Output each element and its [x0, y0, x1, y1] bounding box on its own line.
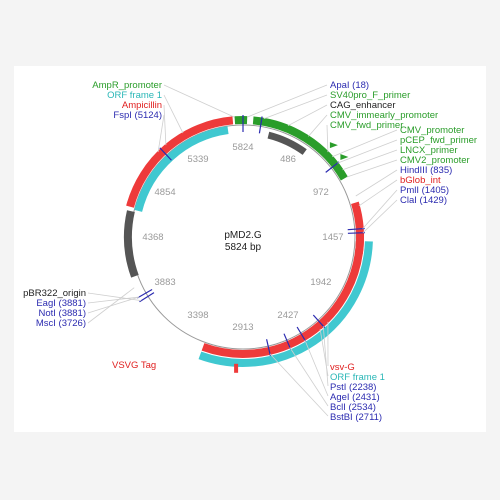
tick-label: 4854 — [155, 187, 176, 198]
label-left-mid-3[interactable]: MscI (3726) — [36, 318, 86, 329]
tick-label: 3398 — [187, 310, 208, 321]
connector-line — [87, 296, 140, 304]
connector-line — [304, 339, 329, 397]
connector-line — [346, 159, 398, 178]
connector-line — [289, 347, 329, 407]
connector-line — [263, 94, 328, 120]
site-tick-5[interactable] — [312, 314, 326, 329]
connector-line — [287, 104, 328, 127]
connector-line — [326, 124, 329, 153]
tick-label: 2427 — [277, 310, 298, 321]
site-tick-10[interactable] — [137, 288, 153, 299]
site-tick-4[interactable] — [347, 232, 365, 234]
connector-line — [342, 149, 398, 171]
site-tick-9[interactable] — [139, 292, 155, 303]
primer-arrow-1[interactable] — [340, 154, 349, 160]
connector-line — [163, 94, 184, 134]
label-right-mid-4[interactable]: HindIII (835) — [400, 165, 452, 176]
label-right-mid-1[interactable]: pCEP_fwd_primer — [400, 135, 477, 146]
primer-arrow-0[interactable] — [329, 142, 338, 149]
label-top-right-2[interactable]: CAG_enhancer — [330, 100, 395, 111]
label-top-right-4[interactable]: CMV_fwd_primer — [330, 120, 403, 131]
arc-pbr322-origin[interactable] — [123, 210, 139, 278]
map-panel — [14, 66, 486, 432]
label-left-mid-1[interactable]: EagI (3881) — [36, 298, 86, 309]
site-tick-11[interactable] — [159, 147, 172, 161]
vsvg-tag-mark[interactable] — [234, 363, 239, 373]
arc-vsvg[interactable] — [201, 240, 364, 358]
connector-line — [355, 169, 398, 197]
tick-label: 972 — [313, 187, 329, 198]
connector-line — [332, 129, 398, 158]
site-tick-7[interactable] — [283, 333, 292, 350]
label-left-mid-0[interactable]: pBR322_origin — [23, 288, 86, 299]
tick-label: 4368 — [142, 232, 163, 243]
connector-line — [87, 292, 142, 301]
label-bottom-right-3[interactable]: AgeI (2431) — [330, 392, 380, 403]
tick-label: 2913 — [232, 322, 253, 333]
site-tick-6[interactable] — [296, 326, 307, 342]
label-vsvg-tag[interactable]: VSVG Tag — [112, 360, 156, 371]
label-top-right-3[interactable]: CMV_immearly_promoter — [330, 110, 438, 121]
connector-line — [362, 199, 398, 234]
tick-label: 5339 — [187, 154, 208, 165]
label-bottom-right-5[interactable]: BstBI (2711) — [330, 412, 382, 423]
label-right-mid-5[interactable]: bGlob_int — [400, 175, 441, 186]
connector-line — [247, 84, 328, 118]
label-right-mid-3[interactable]: CMV2_promoter — [400, 155, 470, 166]
arc-ampicillin-orf[interactable] — [134, 126, 229, 212]
arc-vsvg-orf[interactable] — [198, 241, 373, 367]
connector-line — [358, 179, 398, 207]
label-bottom-right-4[interactable]: BclI (2534) — [330, 402, 376, 413]
connector-line — [157, 114, 165, 153]
tick-label: 5824 — [232, 142, 253, 153]
site-tick-2[interactable] — [325, 161, 340, 173]
label-top-left-2[interactable]: Ampicillin — [122, 100, 162, 111]
label-right-mid-2[interactable]: LNCX_primer — [400, 145, 458, 156]
label-left-mid-2[interactable]: NotI (3881) — [38, 308, 86, 319]
label-bottom-right-0[interactable]: vsv-G — [330, 362, 355, 373]
tick-label: 3883 — [155, 277, 176, 288]
site-tick-3[interactable] — [347, 227, 365, 231]
plasmid-name: pMD2.G — [224, 230, 261, 241]
connector-line — [308, 114, 328, 137]
plasmid-size: 5824 bp — [225, 242, 262, 253]
connector-line — [337, 139, 398, 164]
label-top-left-0[interactable]: AmpR_promoter — [92, 80, 162, 91]
arc-cag-enhancer[interactable] — [267, 131, 307, 155]
connector-line — [163, 84, 235, 118]
label-right-mid-0[interactable]: CMV_promoter — [400, 125, 464, 136]
arc-ampicillin[interactable] — [126, 116, 234, 208]
connector-line — [87, 296, 140, 314]
label-top-left-1[interactable]: ORF frame 1 — [107, 90, 162, 101]
arc-cmv-promoter[interactable] — [252, 116, 348, 181]
label-right-mid-7[interactable]: ClaI (1429) — [400, 195, 447, 206]
connector-line — [362, 189, 398, 229]
label-bottom-right-1[interactable]: ORF frame 1 — [330, 372, 385, 383]
site-tick-1[interactable] — [258, 116, 263, 134]
tick-label: 1457 — [322, 232, 343, 243]
tick-label: 1942 — [310, 277, 331, 288]
connector-line — [87, 287, 135, 324]
tick-label: 486 — [280, 154, 296, 165]
connector-line — [322, 326, 329, 387]
label-right-mid-6[interactable]: PmlI (1405) — [400, 185, 449, 196]
connector-line — [163, 104, 167, 146]
label-top-right-0[interactable]: ApaI (18) — [330, 80, 369, 91]
connector-line — [269, 353, 329, 417]
site-tick-8[interactable] — [266, 339, 271, 357]
label-top-right-1[interactable]: SV40pro_F_primer — [330, 90, 410, 101]
label-top-left-3[interactable]: FspI (5124) — [113, 110, 162, 121]
label-bottom-right-2[interactable]: PstI (2238) — [330, 382, 376, 393]
